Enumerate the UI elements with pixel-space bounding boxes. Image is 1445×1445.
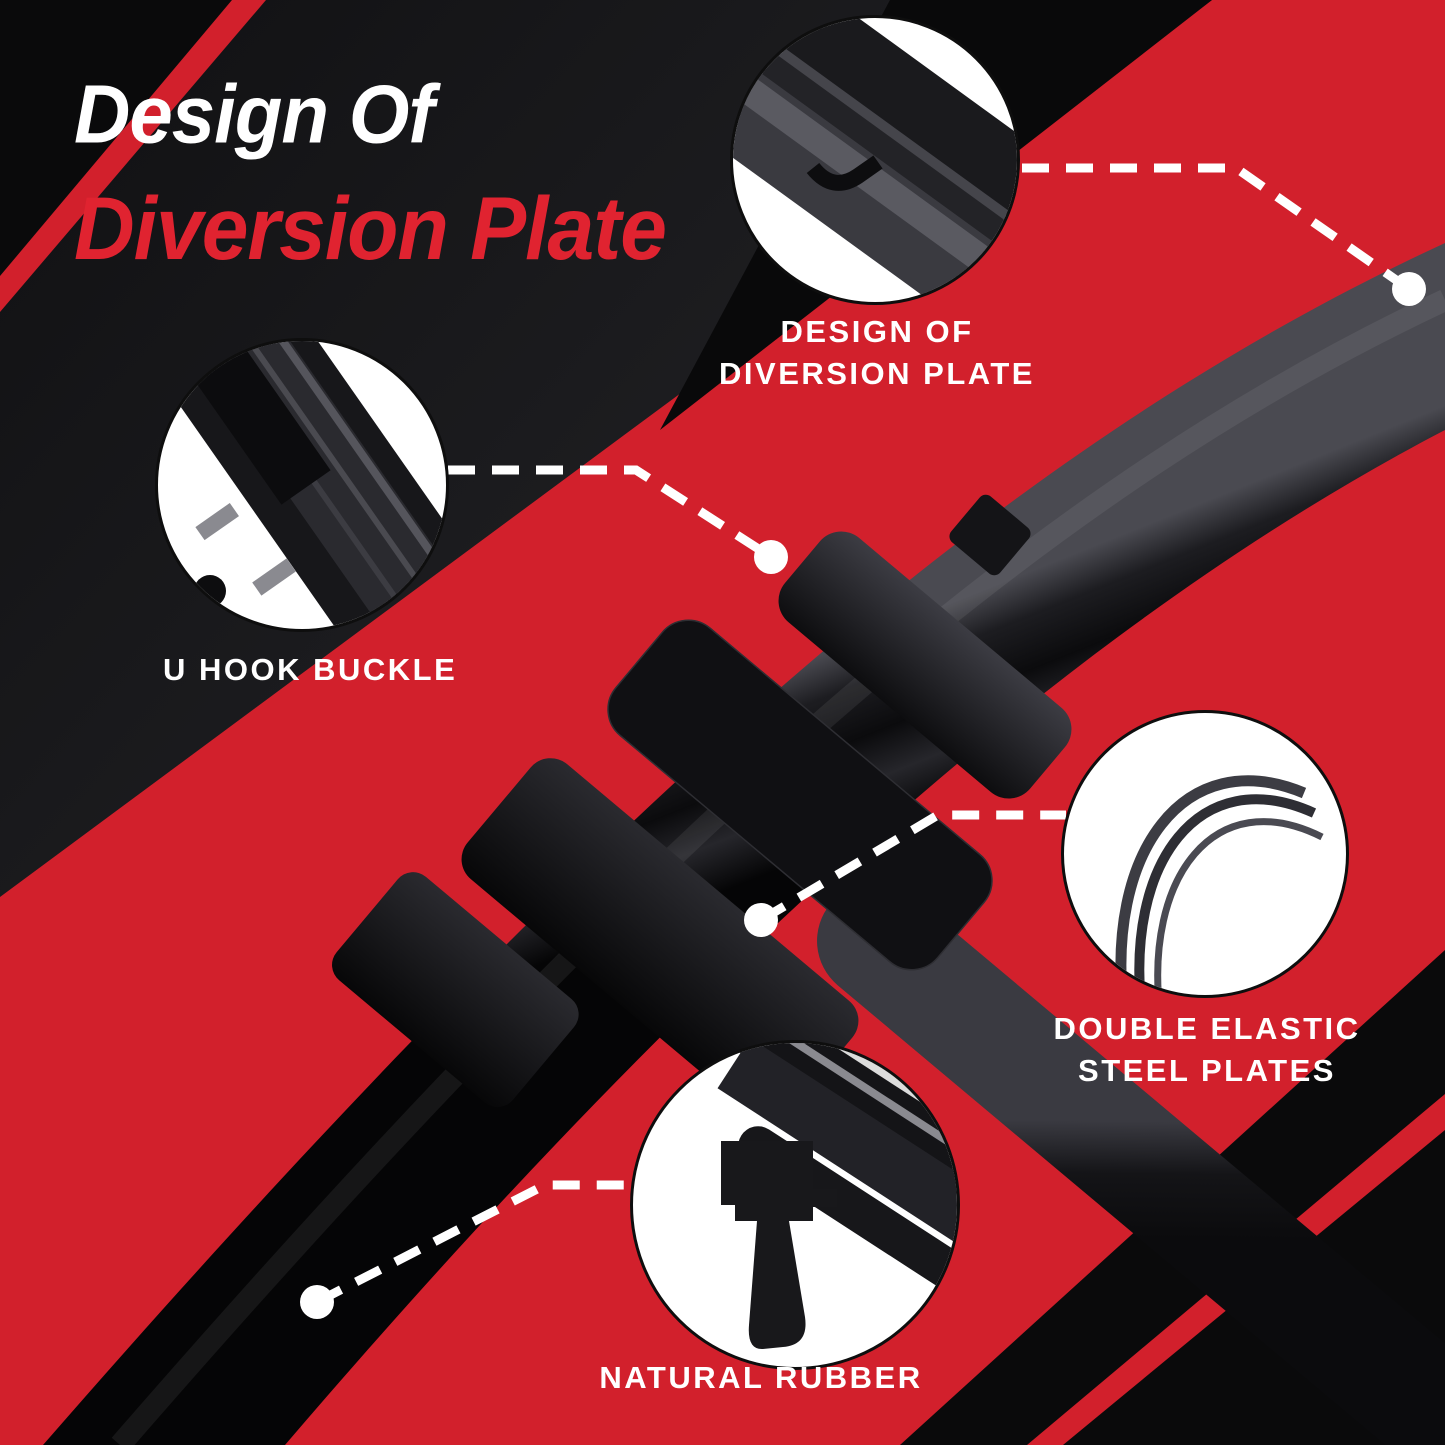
callout-dot-steel-plates <box>744 903 778 937</box>
callout-dot-u-hook <box>754 540 788 574</box>
label-diversion-plate: DESIGN OF DIVERSION PLATE <box>667 311 1087 395</box>
callout-line-natural-rubber <box>314 1180 631 1307</box>
inset-circle-diversion-plate <box>730 15 1020 305</box>
title-line-2: Diversion Plate <box>74 178 667 278</box>
callout-line-u-hook <box>448 465 774 561</box>
label-natural-rubber: NATURAL RUBBER <box>599 1360 923 1395</box>
title: Design Of Diversion Plate <box>74 66 667 280</box>
inset-circle-u-hook <box>155 338 449 632</box>
callout-line-steel-plates <box>758 810 1066 924</box>
callout-dot-natural-rubber <box>300 1285 334 1319</box>
callout-line-diversion-plate <box>1022 163 1412 293</box>
callout-dot-diversion-plate <box>1392 272 1426 306</box>
inset-circle-steel-plates <box>1061 710 1349 998</box>
diversion-plate-closeup-icon <box>733 18 1017 302</box>
label-steel-plates-line2: STEEL PLATES <box>1078 1053 1336 1088</box>
label-u-hook-buckle: U HOOK BUCKLE <box>163 652 458 687</box>
double-elastic-steel-plates-closeup-icon <box>1115 775 1324 995</box>
label-diversion-plate-line1: DESIGN OF <box>780 314 974 349</box>
natural-rubber-profile-closeup-icon <box>690 1043 957 1367</box>
title-line-1: Design Of <box>74 67 434 161</box>
u-hook-buckle-closeup-icon <box>158 341 446 629</box>
inset-circle-natural-rubber <box>630 1040 960 1370</box>
label-steel-plates-line1: DOUBLE ELASTIC <box>1053 1011 1361 1046</box>
label-diversion-plate-line2: DIVERSION PLATE <box>719 356 1035 391</box>
label-steel-plates: DOUBLE ELASTIC STEEL PLATES <box>1007 1008 1407 1092</box>
